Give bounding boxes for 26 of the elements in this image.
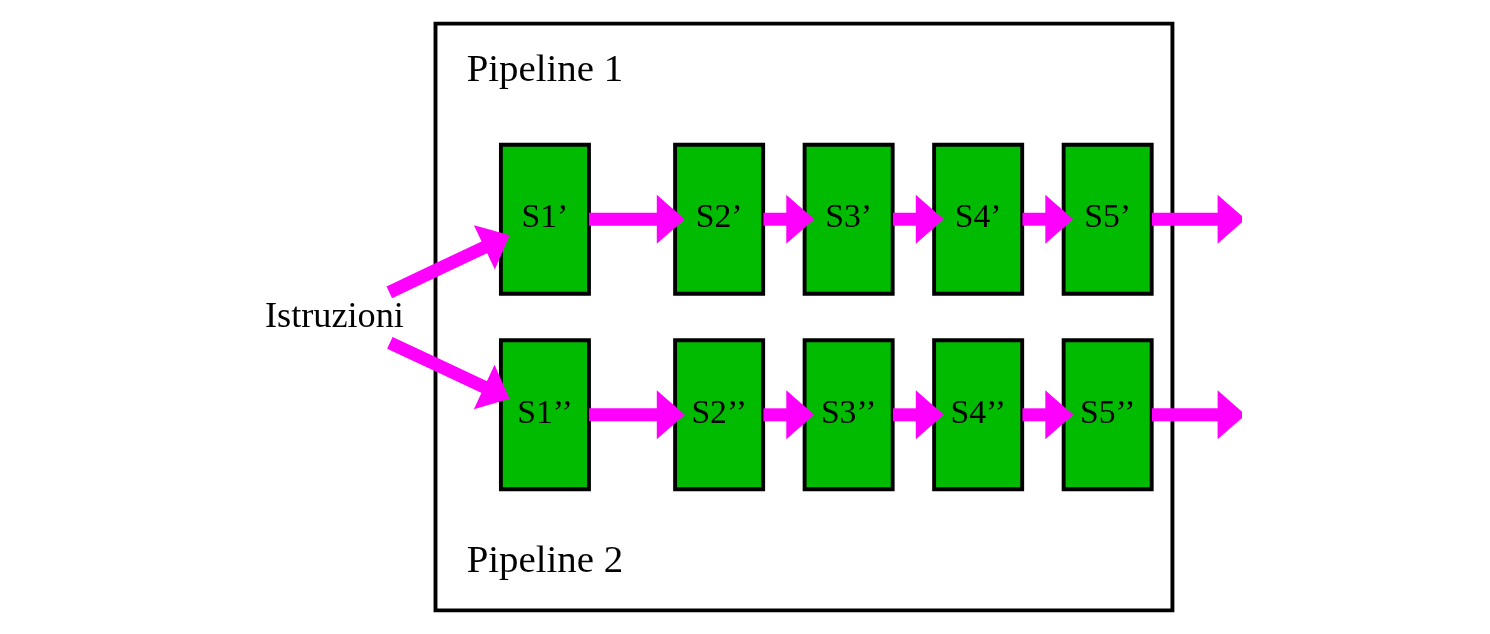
cluster <box>433 21 1174 613</box>
arrow <box>1151 390 1242 440</box>
arrow <box>1021 390 1073 440</box>
node-box: S1’ <box>498 142 591 296</box>
node-box: S1’’ <box>498 338 591 492</box>
arrow <box>386 225 510 299</box>
node-box: S2’ <box>672 142 765 296</box>
label: Pipeline 2 <box>466 537 623 581</box>
arrow <box>588 194 685 244</box>
label: Pipeline 1 <box>466 46 623 90</box>
node-box: S2’’ <box>672 338 765 492</box>
arrow <box>892 390 944 440</box>
arrow <box>1021 194 1073 244</box>
arrow <box>762 194 814 244</box>
node-box: S4’ <box>931 142 1024 296</box>
node-box: S3’ <box>802 142 895 296</box>
node-box: S5’’ <box>1061 338 1154 492</box>
arrow <box>762 390 814 440</box>
node-box: S5’ <box>1061 142 1154 296</box>
node-text: Istruzioni <box>264 294 404 335</box>
arrow <box>588 390 685 440</box>
node-box: S4’’ <box>931 338 1024 492</box>
node-box: S3’’ <box>802 338 895 492</box>
arrow <box>1151 194 1242 244</box>
arrow <box>386 337 510 410</box>
arrow <box>892 194 944 244</box>
